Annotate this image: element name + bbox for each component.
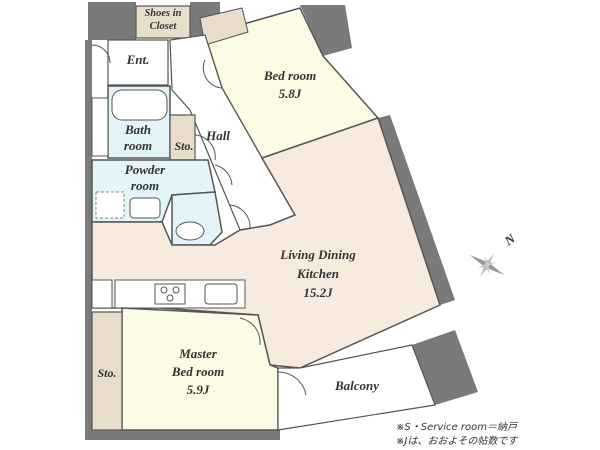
balcony-label: Balcony (334, 378, 380, 393)
burner-icon (160, 286, 168, 294)
master-storage-label: Sto. (97, 366, 117, 380)
bath-window (91, 97, 109, 157)
burner-icon (172, 286, 180, 294)
wall-bottom (85, 430, 280, 440)
compass-icon (469, 252, 505, 278)
master-size: 5.9J (186, 382, 210, 397)
master-label-2: Bed room (171, 364, 225, 379)
balcony-floor (277, 344, 436, 431)
hall-label: Hall (206, 128, 230, 143)
bedroom-size: 5.8J (278, 86, 302, 101)
ldk-size: 15.2J (303, 285, 333, 300)
toilet-icon (175, 221, 205, 241)
tatami-note: ※Jは、おおよその帖数です (396, 436, 518, 447)
bedroom-label: Bed room (263, 68, 317, 83)
balcony-door-swing (277, 371, 307, 396)
wall-top-left (88, 2, 136, 40)
washer-pan-icon (95, 191, 125, 219)
entrance-label: Ent. (126, 52, 150, 67)
master-storage-floor (91, 311, 123, 431)
entry-door-swing (91, 44, 111, 64)
hall-storage-label: Sto. (174, 139, 194, 153)
stove-icon (154, 283, 186, 305)
service-room-note: ※S・Service room＝納戸 (396, 422, 517, 433)
hall-storage-floor (169, 114, 196, 161)
ldk-label: Living Dining (280, 247, 356, 262)
bathtub-icon (111, 89, 168, 121)
toilet-door-swing (229, 204, 251, 229)
kitchen-sink-icon (204, 283, 238, 305)
master-label: Master (179, 346, 217, 361)
shoes-closet-floor (135, 5, 191, 39)
wall-left (85, 40, 92, 440)
entrance-floor (107, 39, 169, 86)
wall-balcony-pier (412, 330, 478, 405)
powder-door-swing (214, 164, 233, 186)
wall-layer (85, 2, 478, 440)
door-swings (91, 44, 307, 396)
wall-top-right (300, 5, 352, 56)
fridge-space (91, 279, 113, 309)
bath-door-swing (194, 134, 216, 161)
burner-icon (166, 294, 174, 302)
sink-icon (129, 197, 161, 219)
shoes-closet-label: Shoes in Closet (144, 8, 182, 32)
bedroom-door-swing (202, 59, 223, 89)
ldk-label-kitchen: Kitchen (297, 266, 339, 281)
master-door-swing (239, 317, 261, 346)
powder-label: Powder room (124, 162, 166, 193)
bath-label: Bath room (123, 122, 153, 153)
wall-right-diag (378, 115, 455, 305)
